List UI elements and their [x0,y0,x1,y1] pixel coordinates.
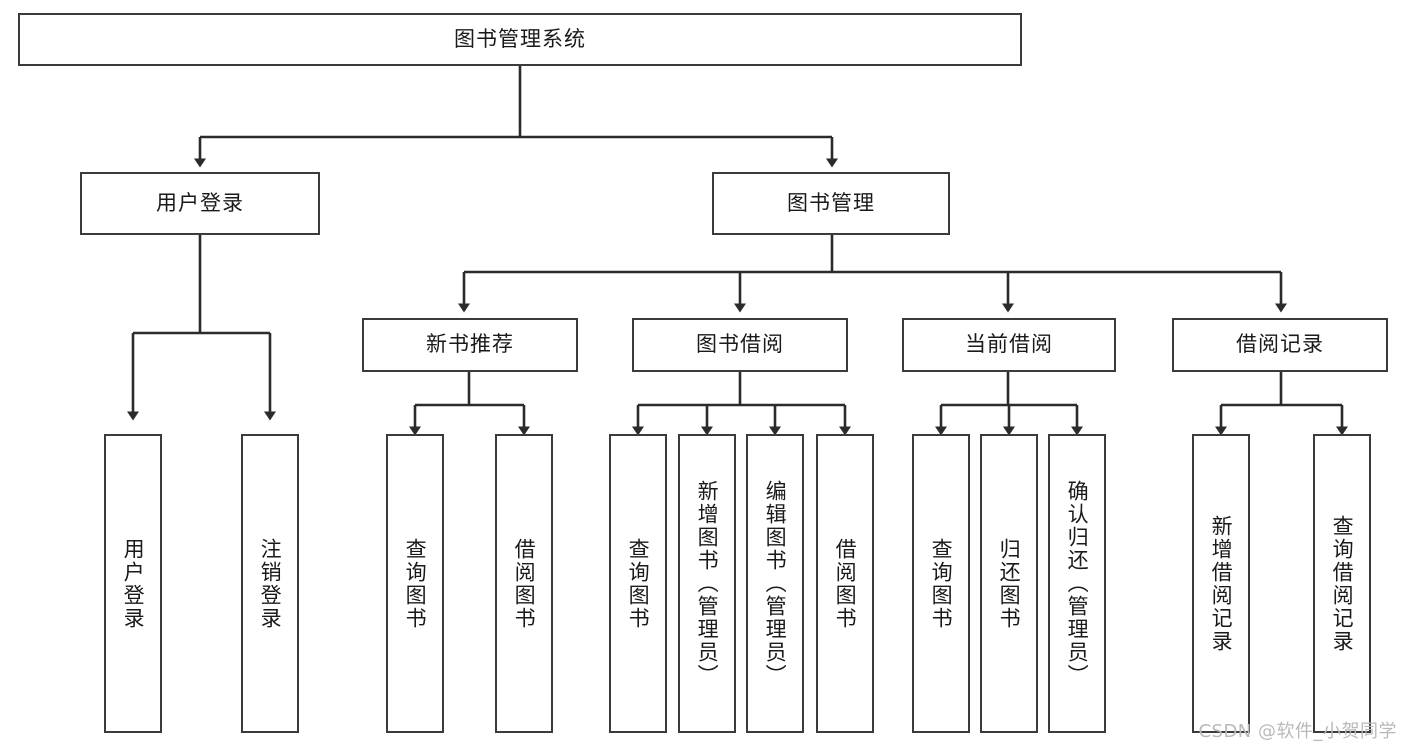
node-leaf-confirm-return[interactable]: 确认归还（管理员） [1048,434,1106,733]
node-leaf-query-record[interactable]: 查询借阅记录 [1313,434,1371,733]
node-user-login[interactable]: 用户登录 [80,172,320,235]
node-book-manage[interactable]: 图书管理 [712,172,950,235]
node-leaf-borrow-book-2[interactable]: 借阅图书 [816,434,874,733]
node-leaf-edit-book[interactable]: 编辑图书（管理员） [746,434,804,733]
node-book-borrow[interactable]: 图书借阅 [632,318,848,372]
node-book-manage-label: 图书管理 [787,190,875,215]
node-book-borrow-label: 图书借阅 [696,332,784,357]
node-leaf-borrow-book-1-label: 借阅图书 [512,537,537,630]
node-leaf-query-book-1[interactable]: 查询图书 [386,434,444,733]
node-leaf-confirm-return-label: 确认归还（管理员） [1065,480,1090,687]
node-leaf-edit-book-label: 编辑图书（管理员） [763,480,788,687]
node-leaf-return-book[interactable]: 归还图书 [980,434,1038,733]
node-leaf-query-record-label: 查询借阅记录 [1330,514,1355,653]
node-leaf-add-record-label: 新增借阅记录 [1209,514,1234,653]
node-current-borrow[interactable]: 当前借阅 [902,318,1116,372]
node-leaf-borrow-book-2-label: 借阅图书 [833,537,858,630]
node-leaf-query-book-2[interactable]: 查询图书 [609,434,667,733]
node-root-label: 图书管理系统 [454,26,586,51]
node-leaf-query-book-2-label: 查询图书 [626,537,651,630]
node-borrow-record[interactable]: 借阅记录 [1172,318,1388,372]
node-leaf-user-login-label: 用户登录 [121,537,146,630]
watermark-text: CSDN @软件_小贺同学 [1198,721,1397,742]
node-leaf-query-book-3[interactable]: 查询图书 [912,434,970,733]
node-user-login-label: 用户登录 [156,190,244,215]
node-leaf-logout[interactable]: 注销登录 [241,434,299,733]
node-root[interactable]: 图书管理系统 [18,13,1022,66]
node-leaf-add-book-label: 新增图书（管理员） [695,480,720,687]
node-leaf-user-login[interactable]: 用户登录 [104,434,162,733]
node-leaf-add-book[interactable]: 新增图书（管理员） [678,434,736,733]
node-leaf-borrow-book-1[interactable]: 借阅图书 [495,434,553,733]
node-current-borrow-label: 当前借阅 [965,332,1053,357]
node-new-book-rec[interactable]: 新书推荐 [362,318,578,372]
node-leaf-query-book-1-label: 查询图书 [403,537,428,630]
node-leaf-add-record[interactable]: 新增借阅记录 [1192,434,1250,733]
node-new-book-rec-label: 新书推荐 [426,332,514,357]
node-leaf-logout-label: 注销登录 [258,537,283,630]
node-borrow-record-label: 借阅记录 [1236,332,1324,357]
node-leaf-return-book-label: 归还图书 [997,537,1022,630]
node-leaf-query-book-3-label: 查询图书 [929,537,954,630]
